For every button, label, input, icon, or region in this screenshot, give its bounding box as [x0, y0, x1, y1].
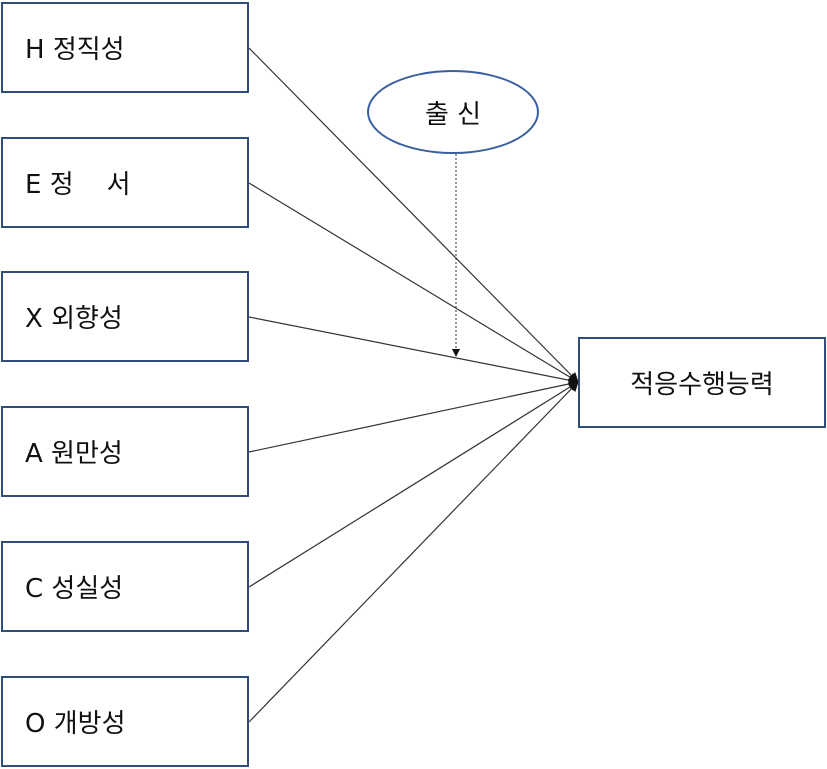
outcome-label: 적응수행능력: [630, 370, 774, 400]
path-a-to-outcome: [248, 378, 579, 453]
path-o-to-outcome: [248, 381, 579, 723]
factor-box-e: E 정 서: [1, 137, 249, 228]
factor-label-a: A 원만성: [25, 439, 123, 469]
moderator-ellipse: 출 신: [367, 70, 539, 154]
outcome-box: 적응수행능력: [578, 337, 826, 428]
factor-box-x: X 외향성: [1, 271, 249, 362]
moderator-label: 출 신: [424, 99, 482, 130]
factor-label-c: C 성실성: [25, 574, 124, 604]
factor-label-e: E 정 서: [25, 170, 131, 200]
factor-label-o: O 개방성: [25, 709, 126, 739]
path-e-to-outcome: [248, 182, 579, 383]
factor-label-x: X 외향성: [25, 304, 123, 334]
factor-box-h: H 정직성: [1, 2, 249, 93]
factor-box-c: C 성실성: [1, 541, 249, 632]
factor-label-h: H 정직성: [25, 35, 125, 65]
path-c-to-outcome: [248, 381, 579, 588]
path-h-to-outcome: [248, 47, 579, 383]
factor-box-o: O 개방성: [1, 676, 249, 767]
factor-box-a: A 원만성: [1, 406, 249, 497]
path-x-to-outcome: [248, 316, 579, 386]
